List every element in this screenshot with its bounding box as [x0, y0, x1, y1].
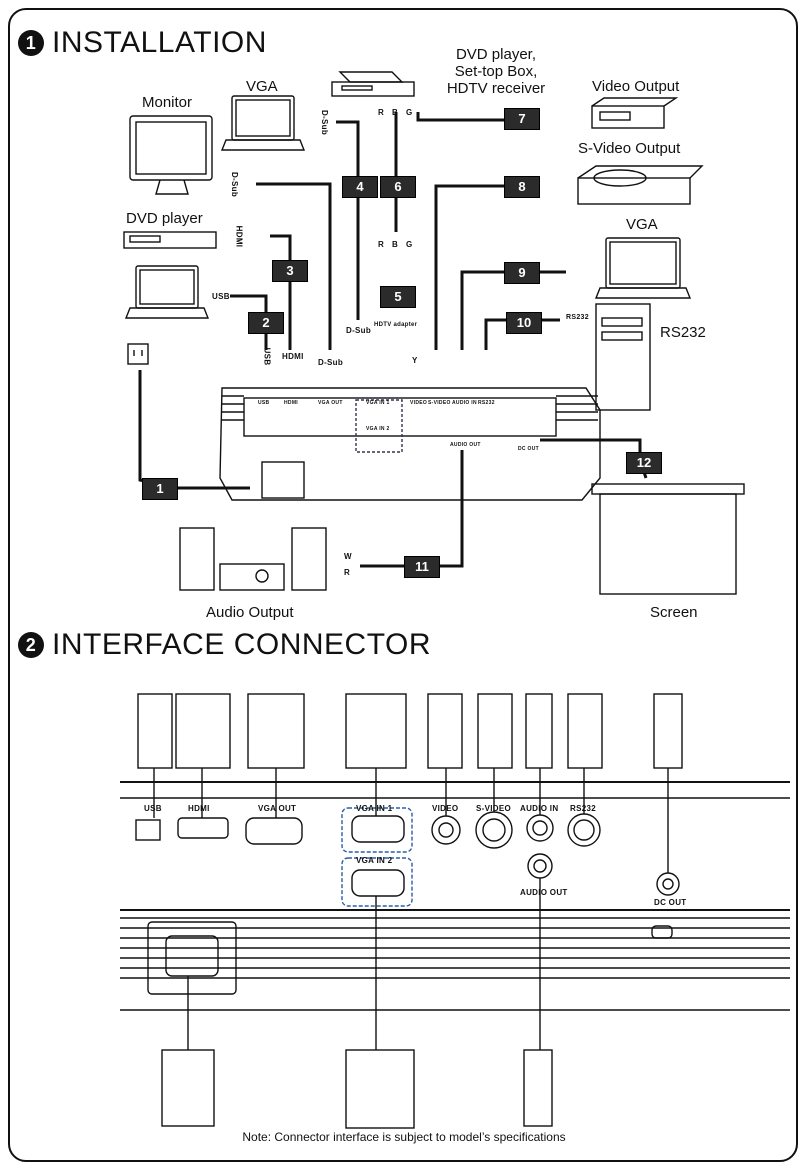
cable-badge-5: 5 — [380, 286, 416, 308]
port-label-vga-out: VGA OUT — [318, 400, 343, 406]
plug-label-r: R — [344, 568, 351, 577]
interface-label-hdmi: HDMI — [188, 804, 210, 813]
projection-screen-icon — [591, 483, 745, 595]
pc-tower-icon — [595, 303, 651, 411]
interface-label-rs232: RS232 — [570, 804, 596, 813]
monitor-icon — [129, 115, 213, 195]
cable-badge-7: 7 — [504, 108, 540, 130]
interface-label-dc-out: DC OUT — [654, 898, 687, 907]
plug-label-usb: USB — [212, 292, 230, 301]
plug-label-w: W — [344, 552, 352, 561]
cable-badge-8: 8 — [504, 176, 540, 198]
vga-right-label: VGA — [626, 216, 658, 233]
plug-label-hdtv-adapter: HDTV adapter — [374, 322, 418, 328]
cable-badge-1: 1 — [142, 478, 178, 500]
dvd-settop-line3: HDTV receiver — [446, 80, 546, 97]
plug-label-b: B — [392, 108, 399, 117]
interface-label-svideo: S-VIDEO — [476, 804, 511, 813]
plug-label-g: G — [406, 108, 413, 117]
cable-badge-9: 9 — [504, 262, 540, 284]
port-label-vga-in2: VGA IN 2 — [366, 426, 390, 432]
projector-body — [219, 387, 601, 501]
port-label-dc-out: DC OUT — [518, 446, 539, 452]
interface-label-usb: USB — [144, 804, 162, 813]
installation-heading: 1 INSTALLATION — [18, 26, 267, 60]
dvd-player-label: DVD player — [126, 210, 203, 227]
port-label-rs232: RS232 — [478, 400, 495, 406]
screen-label: Screen — [650, 604, 698, 621]
plug-label-dsub: D-Sub — [346, 326, 372, 335]
dvd-settop-label: DVD player, Set-top Box, HDTV receiver — [444, 46, 548, 97]
speaker-system-icon — [179, 527, 327, 591]
plug-label-dsub: D-Sub — [230, 171, 240, 198]
plug-label-r: R — [378, 240, 385, 249]
plug-label-usb: USB — [262, 347, 272, 366]
port-label-usb: USB — [258, 400, 270, 406]
audio-output-label: Audio Output — [206, 604, 294, 621]
connector-plugs — [137, 693, 683, 1129]
monitor-label: Monitor — [142, 94, 193, 111]
plug-label-dsub: D-Sub — [318, 358, 344, 367]
interface-label-vga-in1: VGA IN 1 — [356, 804, 393, 813]
cable-badge-6: 6 — [380, 176, 416, 198]
dvd-recorder-icon — [577, 165, 704, 205]
cable-badge-3: 3 — [272, 260, 308, 282]
svideo-output-label: S-Video Output — [578, 140, 681, 157]
vcr-icon — [591, 97, 679, 129]
dvd-settop-line2: Set-top Box, — [454, 63, 538, 80]
interface-panel-illustration — [120, 781, 790, 1011]
dvd-player-icon — [123, 231, 217, 249]
laptop-icon — [220, 95, 306, 151]
port-label-hdmi: HDMI — [284, 400, 298, 406]
port-label-svideo: S-VIDEO — [428, 400, 451, 406]
power-outlet-icon — [127, 343, 149, 365]
plug-label-y: Y — [412, 356, 418, 365]
specification-note: Note: Connector interface is subject to … — [242, 1130, 566, 1144]
port-label-audio-in: AUDIO IN — [452, 400, 477, 406]
cable-badge-12: 12 — [626, 452, 662, 474]
interface-heading: 2 INTERFACE CONNECTOR — [18, 628, 431, 662]
cable-badge-11: 11 — [404, 556, 440, 578]
laptop-icon — [124, 265, 210, 319]
interface-label-vga-out: VGA OUT — [258, 804, 297, 813]
plug-label-dsub: D-Sub — [320, 109, 330, 136]
interface-label-audio-in: AUDIO IN — [520, 804, 559, 813]
plug-label-hdmi: HDMI — [234, 225, 244, 248]
cable-badge-4: 4 — [342, 176, 378, 198]
cable-badge-2: 2 — [248, 312, 284, 334]
plug-label-b: B — [392, 240, 399, 249]
laptop-icon — [594, 237, 692, 299]
port-label-vga-in1: VGA IN 1 — [366, 400, 390, 406]
section-number: 1 — [18, 30, 44, 56]
plug-label-rs232: RS232 — [566, 314, 589, 321]
interface-label-video: VIDEO — [432, 804, 459, 813]
port-label-audio-out: AUDIO OUT — [450, 442, 481, 448]
section-title: INSTALLATION — [52, 26, 267, 59]
rs232-label: RS232 — [660, 324, 706, 341]
plug-label-hdmi: HDMI — [282, 352, 304, 361]
dvd-settop-line1: DVD player, — [455, 46, 537, 63]
interface-label-audio-out: AUDIO OUT — [520, 888, 568, 897]
section-title: INTERFACE CONNECTOR — [52, 628, 431, 661]
plug-label-g: G — [406, 240, 413, 249]
interface-label-vga-in2: VGA IN 2 — [356, 856, 393, 865]
page-frame — [8, 8, 798, 1162]
video-output-label: Video Output — [592, 78, 680, 95]
dvd-settop-icon — [331, 71, 415, 97]
vga-top-label: VGA — [246, 78, 278, 95]
plug-label-r: R — [378, 108, 385, 117]
cable-badge-10: 10 — [506, 312, 542, 334]
section-number: 2 — [18, 632, 44, 658]
port-label-video: VIDEO — [410, 400, 428, 406]
